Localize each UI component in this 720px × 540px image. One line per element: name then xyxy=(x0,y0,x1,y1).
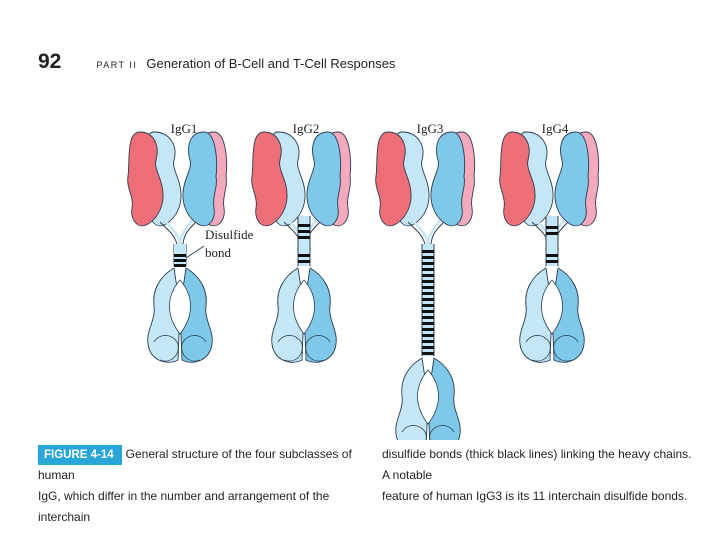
igg3-disulfide-bond xyxy=(422,280,434,283)
igg2-molecule xyxy=(250,130,352,363)
disulfide-pointer xyxy=(185,245,205,259)
disulfide-annotation-line2: bond xyxy=(205,245,232,260)
igg1-disulfide-bonds xyxy=(174,254,186,267)
igg3-label: IgG3 xyxy=(417,121,444,136)
part-label: PART II xyxy=(96,60,138,70)
igg3-disulfide-bond xyxy=(422,328,434,331)
igg3-disulfide-bond xyxy=(422,286,434,289)
igg3-disulfide-bond xyxy=(422,292,434,295)
caption-text-line3: disulfide bonds (thick black lines) link… xyxy=(382,447,692,482)
caption-text-line4: feature of human IgG3 is its 11 intercha… xyxy=(382,489,688,503)
igg3-disulfide-bond xyxy=(422,334,434,337)
igg3-disulfide-bond xyxy=(422,274,434,277)
figure-caption-right: disulfide bonds (thick black lines) link… xyxy=(382,444,692,507)
page-number: 92 xyxy=(38,50,62,73)
igg1-molecule xyxy=(126,130,228,363)
disulfide-annotation-line1: Disulfide xyxy=(205,227,254,242)
igg4-label: IgG4 xyxy=(542,121,569,136)
igg3-disulfide-bond xyxy=(422,304,434,307)
igg4-disulfide-bonds xyxy=(546,226,558,263)
igg3-disulfide-bond xyxy=(422,256,434,259)
igg3-disulfide-bond xyxy=(422,352,434,355)
igg2-label: IgG2 xyxy=(293,121,320,136)
igg1-label: IgG1 xyxy=(171,121,198,136)
igg3-disulfide-bond xyxy=(422,310,434,313)
page-header: 92 PART II Generation of B-Cell and T-Ce… xyxy=(38,50,395,78)
igg3-molecule xyxy=(374,130,476,440)
running-title: Generation of B-Cell and T-Cell Response… xyxy=(146,56,396,71)
igg3-disulfide-bond xyxy=(422,298,434,301)
igg3-disulfide-bonds xyxy=(422,250,434,355)
antibody-diagram: IgG1 IgG2 IgG3 IgG4 Disulfide bond xyxy=(126,121,600,440)
igg3-disulfide-bond xyxy=(422,340,434,343)
igg2-disulfide-bonds xyxy=(298,224,310,263)
igg3-disulfide-bond xyxy=(422,346,434,349)
igg4-molecule xyxy=(498,130,600,363)
igg3-disulfide-bond xyxy=(422,268,434,271)
igg3-disulfide-bond xyxy=(422,316,434,319)
igg3-disulfide-bond xyxy=(422,262,434,265)
igg3-disulfide-bond xyxy=(422,250,434,253)
caption-text-line1: General structure of the four subclasses… xyxy=(38,447,352,482)
caption-text-line2: IgG, which differ in the number and arra… xyxy=(38,489,330,524)
igg3-disulfide-bond xyxy=(422,322,434,325)
figure-number-badge: FIGURE 4-14 xyxy=(38,445,122,465)
